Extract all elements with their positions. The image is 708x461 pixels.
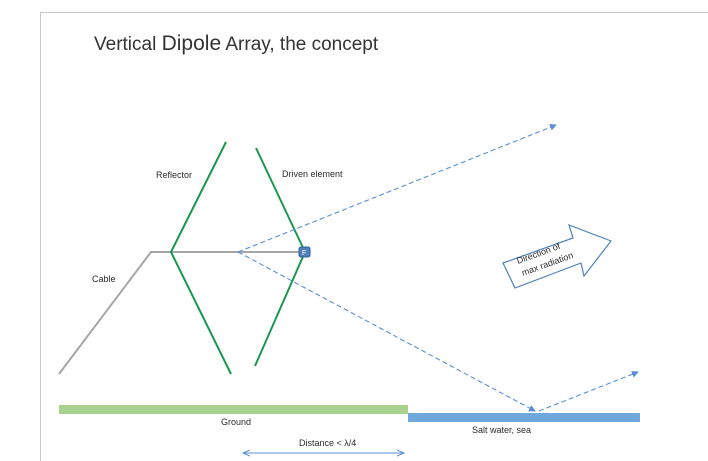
direct-wave-line <box>237 123 557 253</box>
title-part-1: Vertical <box>94 34 162 55</box>
title-part-2: Dipole <box>161 32 222 55</box>
slide-title: Vertical Dipole Array, the concept <box>94 32 378 56</box>
cable-line <box>58 251 300 375</box>
driven-element <box>254 147 307 367</box>
sea-bar <box>408 413 640 422</box>
slide-border-left <box>40 12 41 461</box>
distance-label: Distance < λ/4 <box>299 438 356 448</box>
salt-water-label: Salt water, sea <box>472 425 531 435</box>
direction-arrow-shape <box>502 224 612 289</box>
title-part-3: Array, the concept <box>221 34 379 55</box>
reflector-element <box>169 141 232 375</box>
reflector-label: Reflector <box>156 170 192 180</box>
ground-bar <box>59 405 408 414</box>
slide-border-top <box>40 12 708 13</box>
driven-element-label: Driven element <box>282 169 343 179</box>
ground-wave-line <box>237 251 536 412</box>
feed-point-box <box>298 246 311 258</box>
feed-point-label: F <box>302 250 306 257</box>
cable-label: Cable <box>92 274 116 284</box>
ground-label: Ground <box>221 417 251 427</box>
reflected-wave-line <box>538 370 639 412</box>
